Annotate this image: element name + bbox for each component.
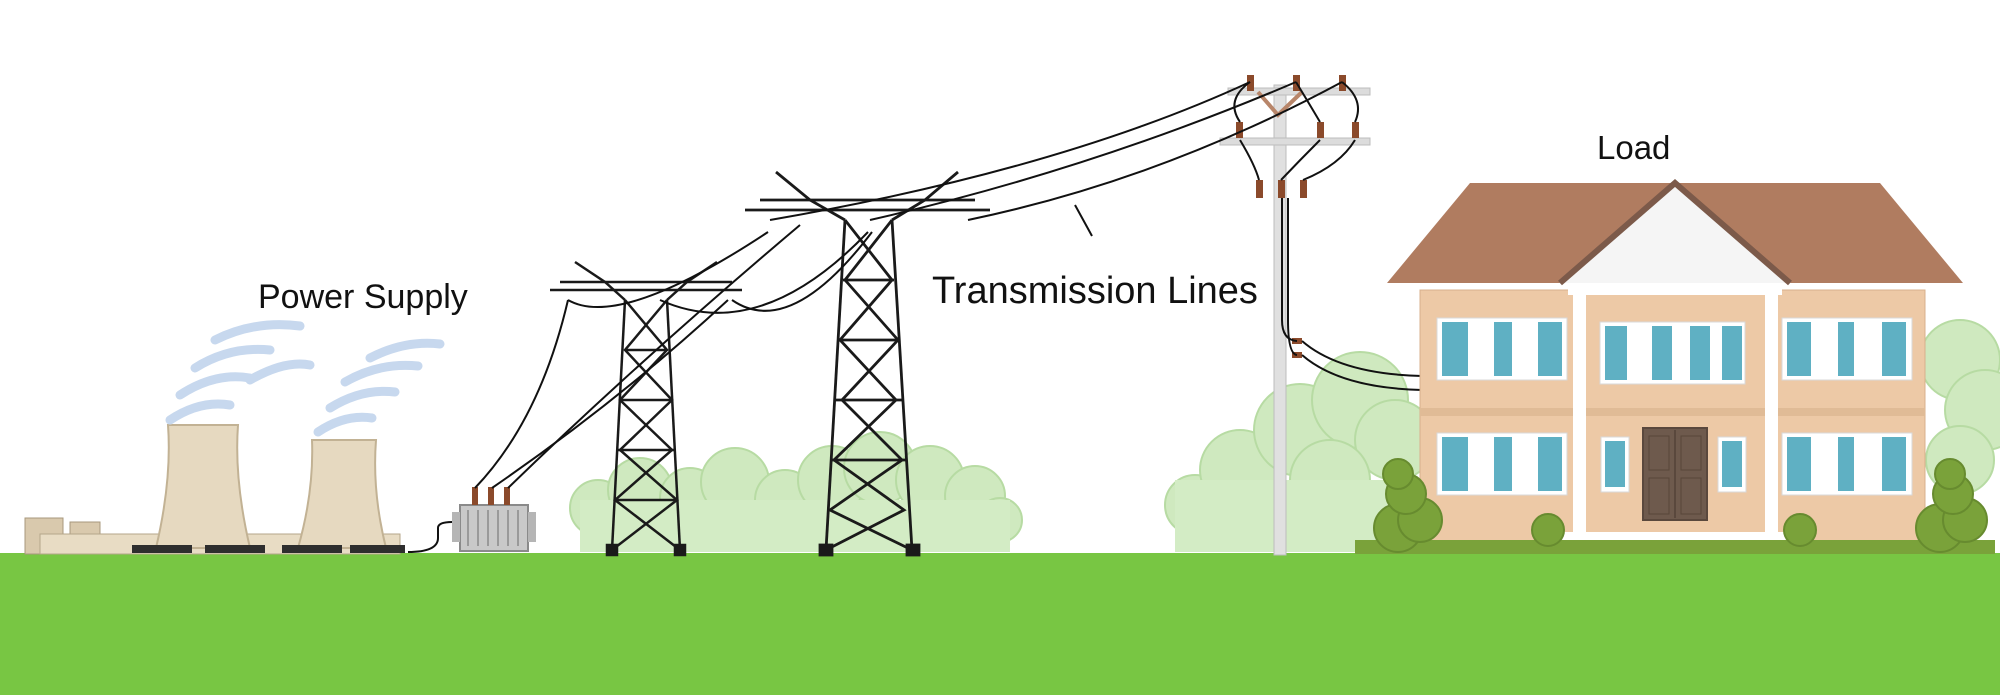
- house-icon: [1355, 183, 1995, 554]
- load-label: Load: [1597, 131, 1670, 164]
- ground: [0, 553, 2000, 695]
- power-supply-label: Power Supply: [258, 280, 468, 314]
- transmission-lines-label: Transmission Lines: [932, 272, 1258, 310]
- steam: [170, 325, 440, 432]
- door: [1643, 428, 1707, 520]
- transformer-icon: [408, 487, 536, 552]
- power-plant-icon: [25, 325, 440, 554]
